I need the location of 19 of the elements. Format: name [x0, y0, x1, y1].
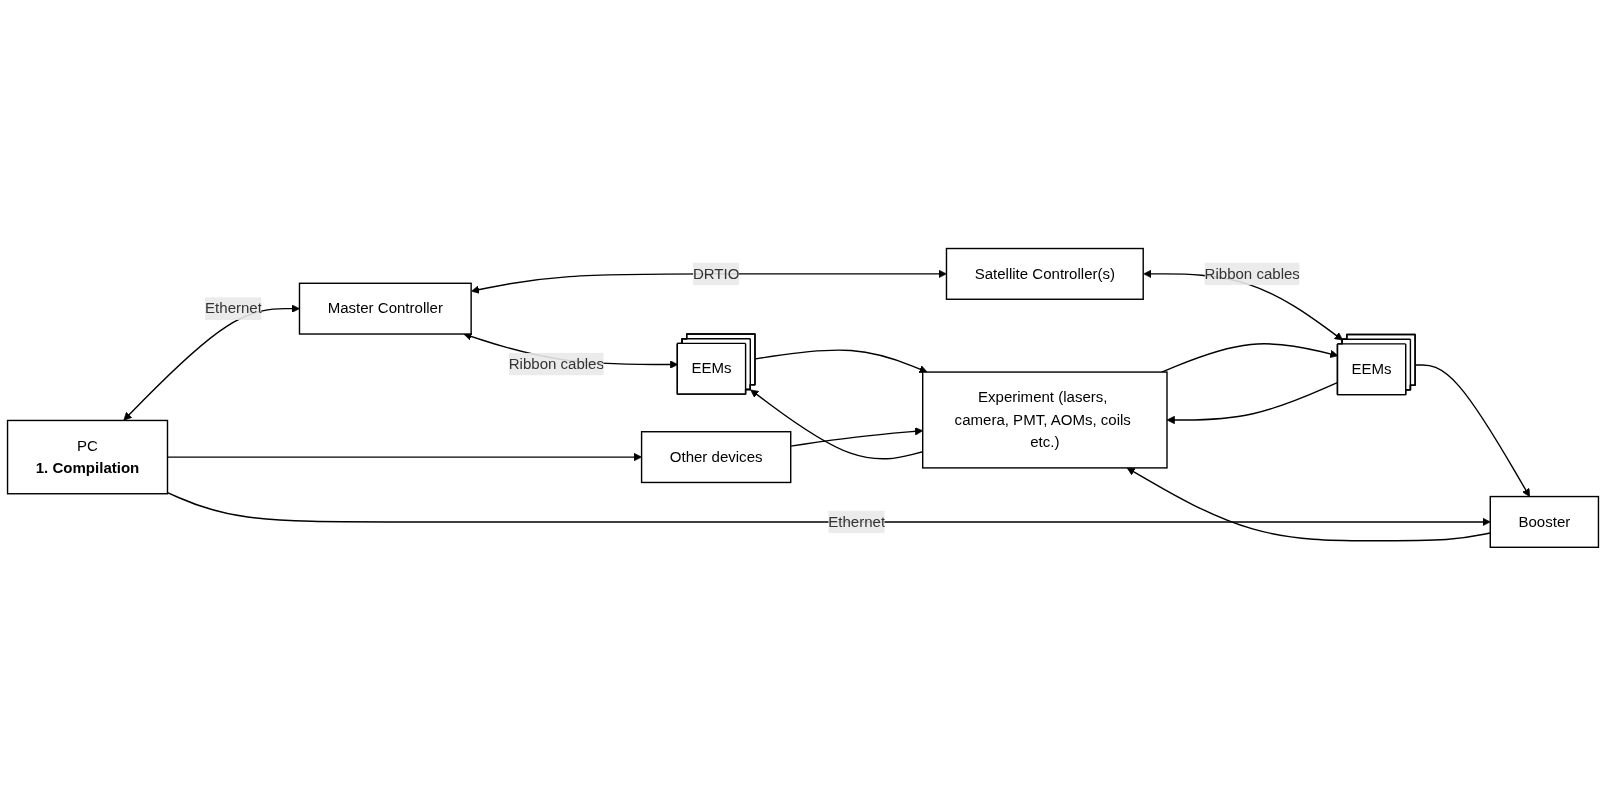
- node-box: Master Controller: [298, 282, 472, 335]
- node-box: Booster: [1489, 495, 1600, 549]
- edge-label: Ribbon cables: [508, 355, 604, 372]
- node-box: Experiment (lasers, camera, PMT, AOMs, coils etc.): [922, 371, 1168, 469]
- edge-label: Ethernet: [828, 513, 886, 530]
- edge-label: Ribbon cables: [1204, 265, 1300, 282]
- arrow: [123, 304, 300, 421]
- edge-label: Ethernet: [205, 300, 262, 317]
- arrow: [1126, 467, 1491, 542]
- arrow: [1414, 364, 1530, 498]
- edge-label: DRTIO: [692, 265, 740, 282]
- arrow: [754, 349, 928, 374]
- node-box: Satellite Controller(s): [945, 247, 1144, 301]
- arrow: [1161, 343, 1339, 373]
- arrow: [166, 492, 1491, 527]
- node-box: PC 1. Compilation: [6, 419, 169, 495]
- node-box: Other devices: [640, 431, 792, 484]
- arrow: [1166, 381, 1339, 425]
- arrow: [471, 269, 947, 294]
